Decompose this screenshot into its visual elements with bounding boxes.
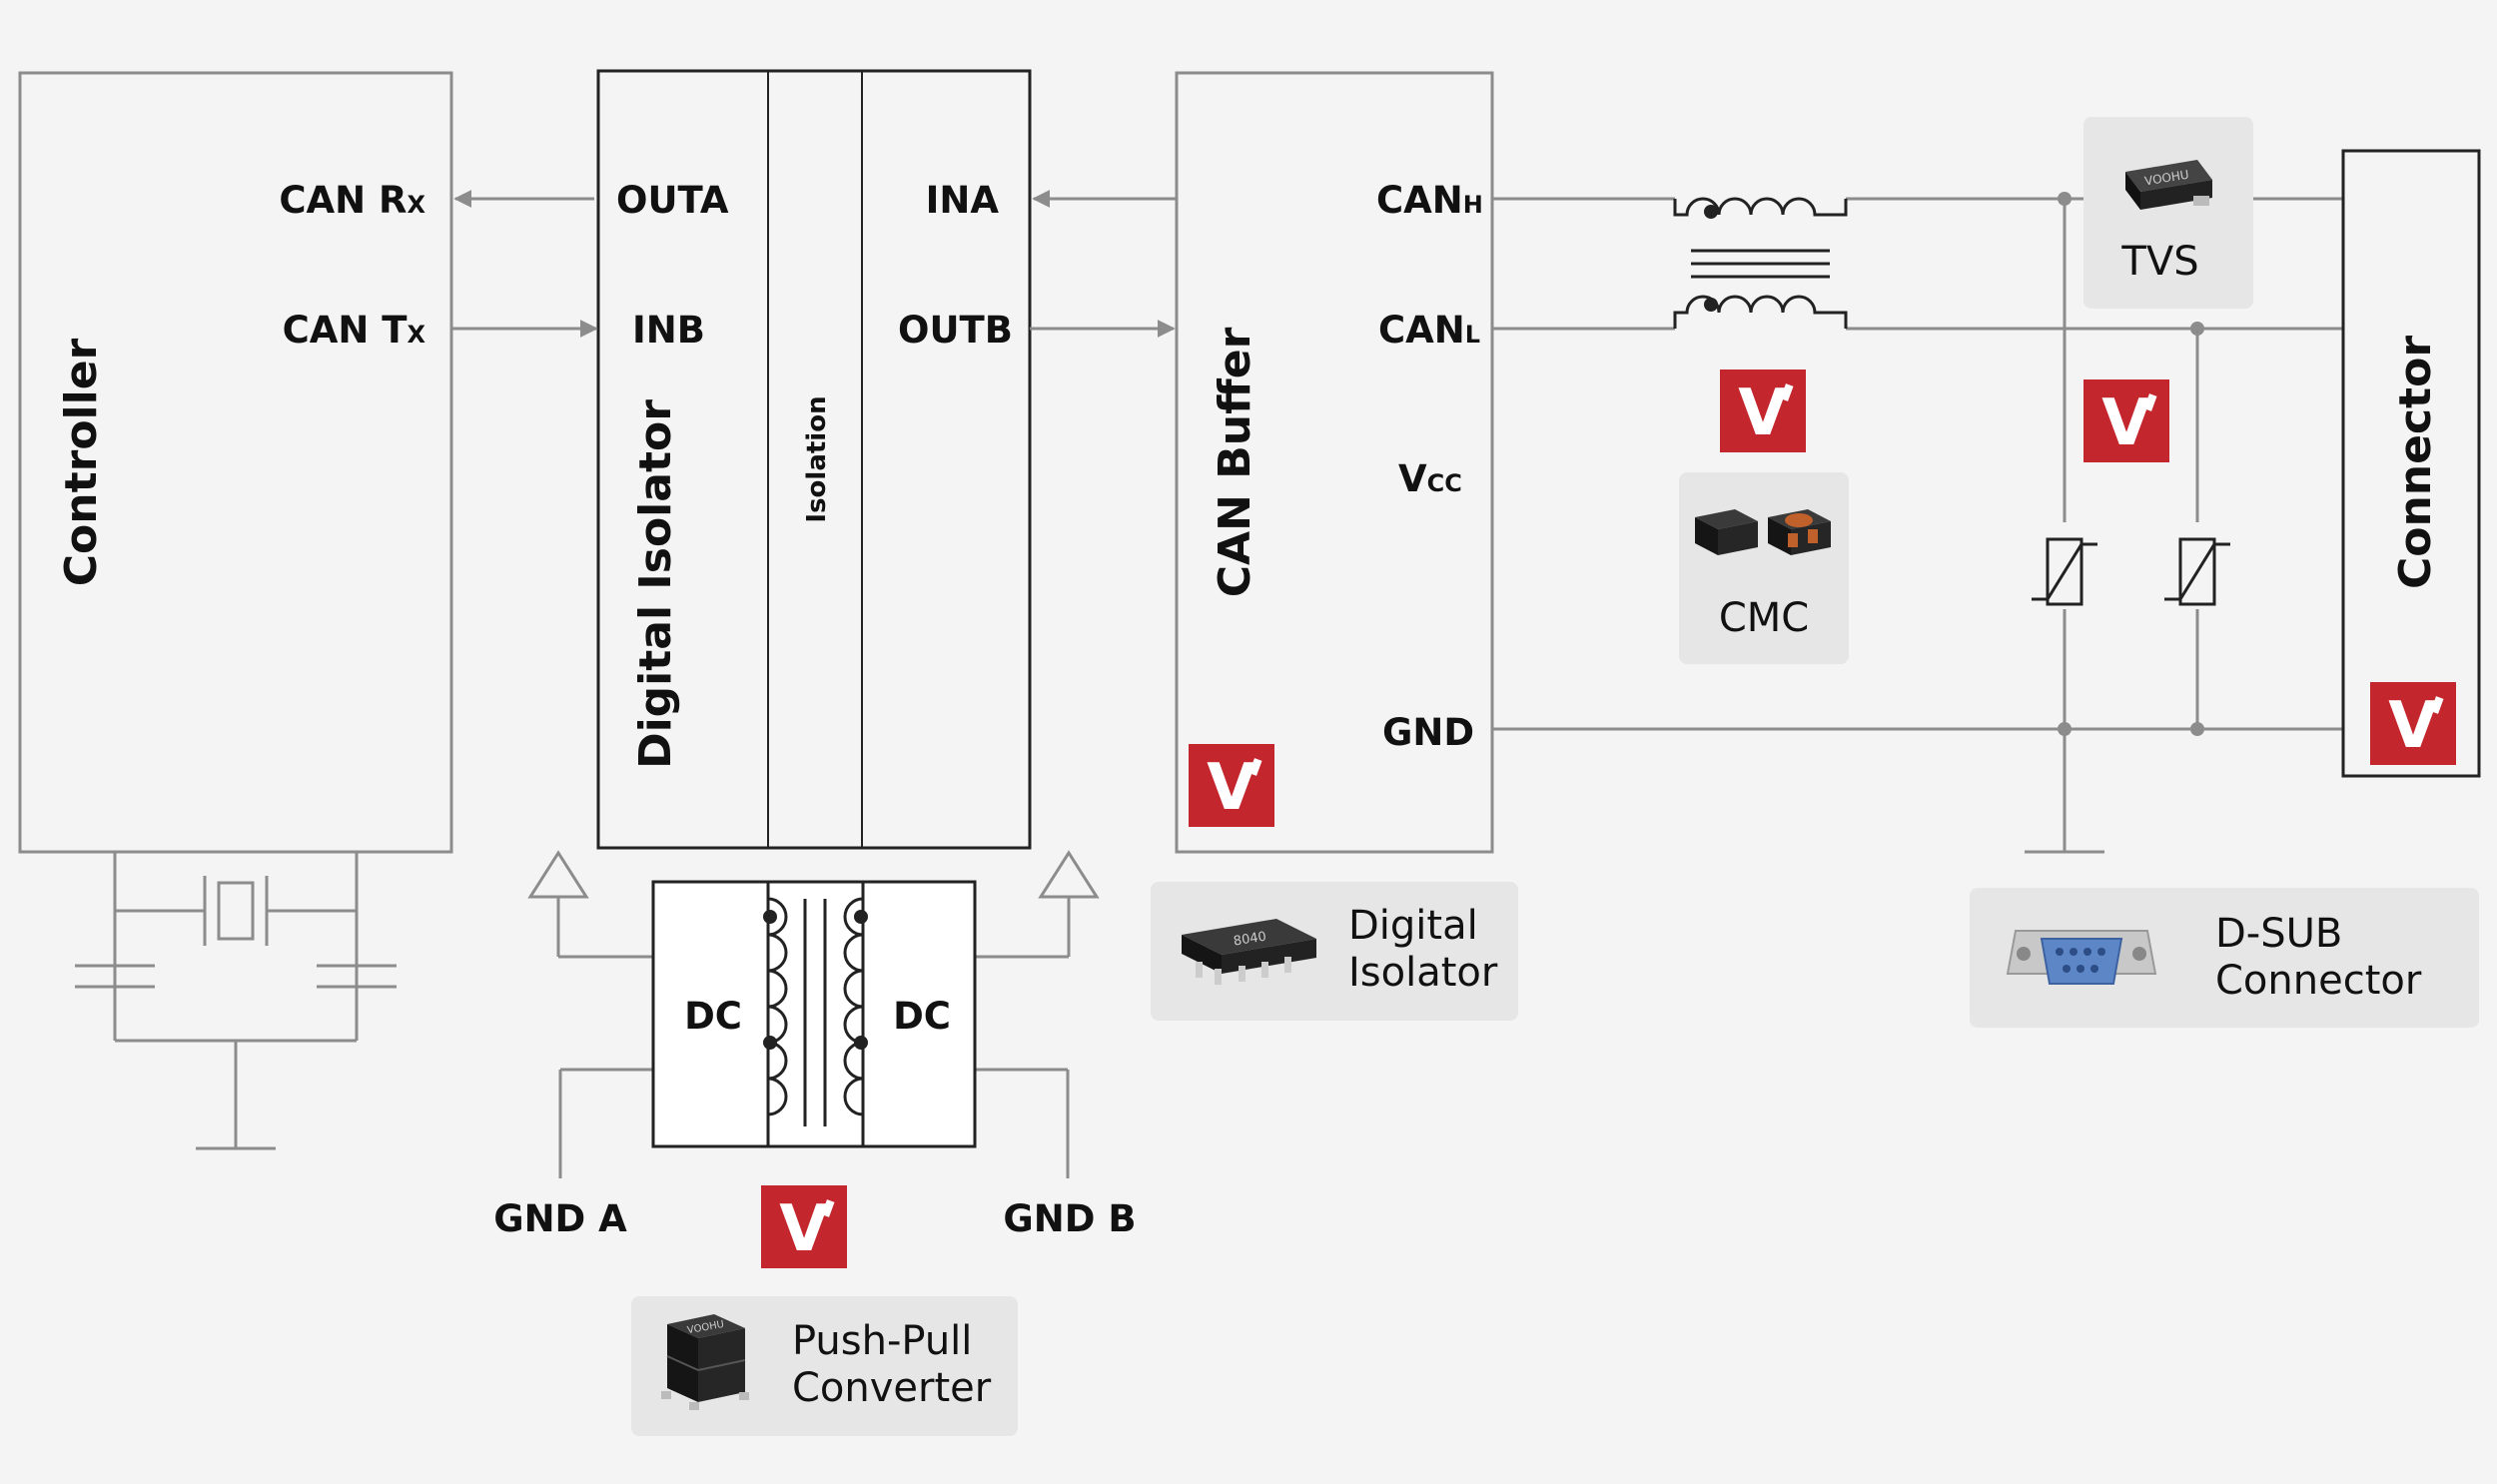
tvs-chip-icon: VOOHU: [2125, 160, 2212, 210]
svg-text:V: V: [1207, 751, 1256, 825]
gnd-b-label: GND B: [1003, 1197, 1136, 1240]
can-rx-label: CAN RX: [279, 179, 425, 222]
brand-logo-icon: V: [761, 1185, 847, 1268]
connector-title: Connector: [2390, 336, 2441, 589]
digital-isolator-block: Digital Isolator Isolation OUTA INB INA …: [596, 69, 1032, 850]
vcc-label: VCC: [1398, 457, 1462, 500]
can-buffer-title: CAN Buffer: [1210, 327, 1260, 597]
controller-title: Controller: [56, 338, 107, 586]
connector-block: Connector: [2341, 149, 2481, 778]
brand-logo-icon: V: [1189, 744, 1274, 827]
isolation-label: Isolation: [802, 395, 832, 522]
tvs-product-card[interactable]: VOOHU TVS: [2083, 117, 2253, 309]
digital-isolator-caption-line1: Digital: [1348, 903, 1478, 949]
dsub-connector-icon: [2006, 930, 2157, 985]
converter-chip-icon: VOOHU: [661, 1314, 749, 1410]
digital-isolator-product-card[interactable]: 8040 Digital Isolator: [1151, 882, 1518, 1021]
dsub-caption-line2: Connector: [2215, 958, 2422, 1004]
gnd-a-label: GND A: [493, 1197, 627, 1240]
cmc-chip-icon: [1695, 509, 1831, 555]
tvs-diode-symbols: [2032, 537, 2230, 606]
can-tx-label: CAN TX: [283, 309, 426, 352]
can-buffer-block: CAN Buffer CANH CANL VCC GND: [1175, 71, 1494, 854]
svg-text:8040: 8040: [1233, 930, 1267, 950]
canh-label: CANH: [1376, 179, 1483, 222]
signal-arrows: [451, 190, 1177, 338]
outa-label: OUTA: [616, 179, 729, 222]
dc-right-label: DC: [893, 995, 951, 1038]
brand-logo-icon: V: [1720, 370, 1806, 452]
outb-label: OUTB: [898, 309, 1013, 352]
tvs-caption: TVS: [2120, 239, 2198, 285]
svg-text:V: V: [2388, 689, 2438, 763]
digital-isolator-caption-line2: Isolator: [1348, 950, 1498, 996]
svg-text:VOOHU: VOOHU: [2143, 168, 2189, 189]
push-pull-caption-line1: Push-Pull: [792, 1318, 972, 1364]
dsub-caption-line1: D-SUB: [2215, 911, 2342, 957]
brand-logo-icon: V: [2370, 682, 2456, 765]
digital-isolator-title: Digital Isolator: [630, 399, 681, 769]
isolator-chip-icon: 8040: [1182, 919, 1316, 985]
crystal-oscillator-circuit: [75, 852, 397, 1150]
inb-label: INB: [632, 309, 705, 352]
svg-text:V: V: [779, 1192, 829, 1266]
gnd-label: GND: [1382, 711, 1474, 754]
brand-logo-icon: V: [2083, 379, 2169, 462]
dsub-connector-product-card[interactable]: D-SUB Connector: [1970, 888, 2479, 1028]
svg-text:V: V: [2101, 386, 2151, 460]
junction-dots: [2058, 192, 2204, 736]
power-supply-section: [527, 850, 1100, 1178]
cmc-product-card[interactable]: CMC: [1679, 472, 1849, 664]
common-mode-choke-symbol: [1673, 197, 1848, 329]
cmc-caption: CMC: [1719, 595, 1809, 641]
controller-block: Controller CAN RX CAN TX: [18, 71, 453, 854]
push-pull-transformer-block: DC DC: [651, 880, 977, 1148]
canl-label: CANL: [1378, 309, 1480, 352]
push-pull-caption-line2: Converter: [792, 1365, 992, 1411]
dc-left-label: DC: [684, 995, 742, 1038]
svg-text:V: V: [1738, 376, 1788, 450]
push-pull-converter-product-card[interactable]: VOOHU Push-Pull Converter: [631, 1296, 1018, 1436]
ina-label: INA: [926, 179, 1000, 222]
